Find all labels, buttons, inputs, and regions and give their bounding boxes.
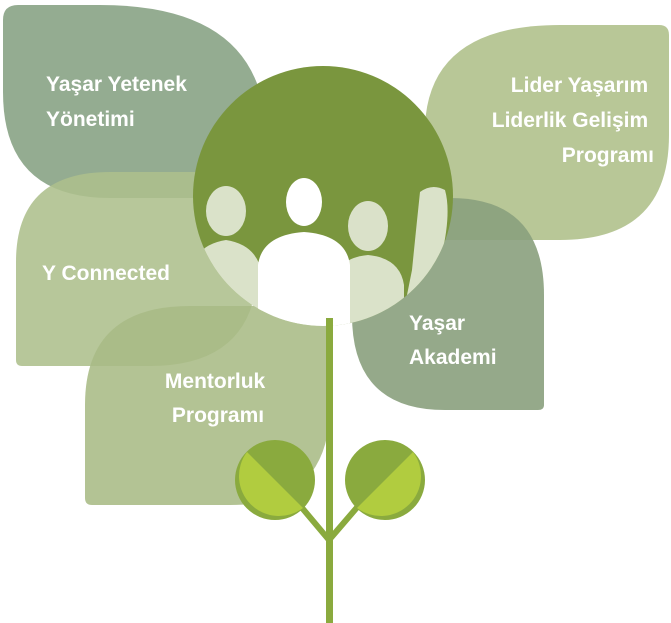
label-y-connected: Y Connected [42,262,170,285]
sprout-leaf-left [235,440,315,520]
label-mentoring-program: Mentorluk Programı [165,370,271,427]
plant-stem [326,318,333,623]
leaf-top-left [3,5,262,198]
label-talent-management: Yaşar Yetenek Yönetimi [46,73,193,131]
sprout-leaf-right [345,440,425,520]
leaf-top-right [425,25,669,240]
label-academy: Yaşar Akademi [409,312,497,369]
label-leadership-program: Lider Yaşarım Liderlik Gelişim Programı [492,74,654,167]
